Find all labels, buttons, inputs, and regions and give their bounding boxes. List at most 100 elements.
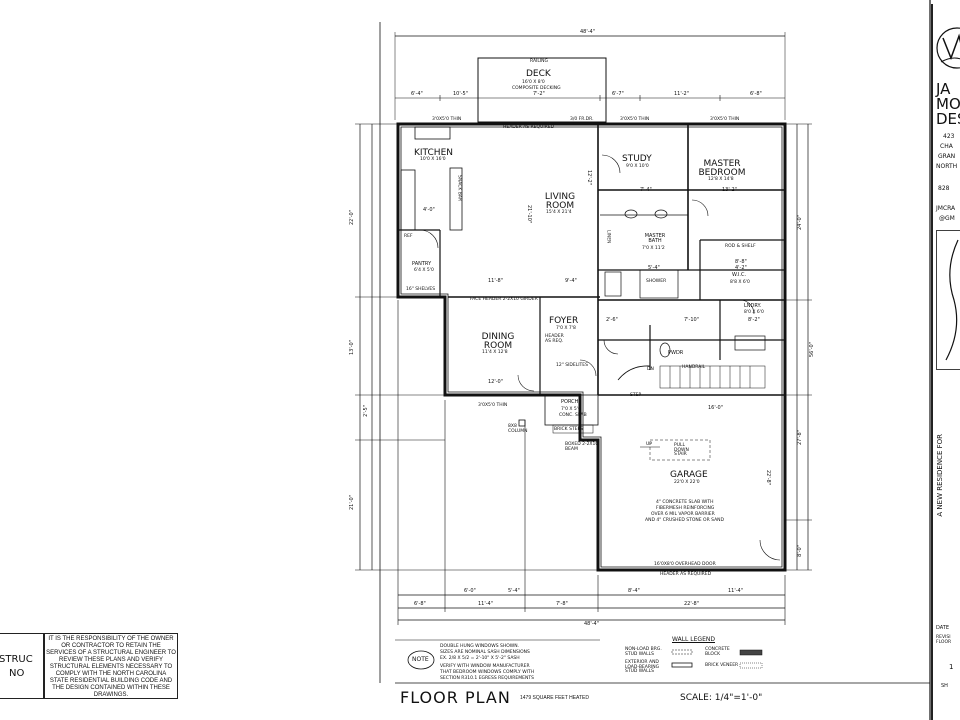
drawing-subtitle: 1479 SQUARE FEET HEATED xyxy=(520,695,590,701)
garage-size: 22'0 X 22'0 xyxy=(674,480,700,485)
window-note-6: SECTION R310.1 EGRESS REQUIREMENTS xyxy=(440,676,534,681)
legend-item-exterior: EXTERIOR AND LOAD-BEARING STUD WALLS xyxy=(625,660,660,674)
dim-interior-9: 21'-10" xyxy=(526,205,532,224)
handrail-label: HANDRAIL xyxy=(682,365,706,370)
garage-note-2: FIBERMESH REINFORCING xyxy=(656,506,715,511)
dim-interior-0: 12'-0" xyxy=(488,379,504,385)
legend-item-brick: BRICK VENEER xyxy=(705,663,739,668)
beam-label: BOXED 2-2X10 BEAM xyxy=(565,442,599,452)
master-bath-size: 7'0 X 11'2 xyxy=(642,246,665,251)
header-reg-label: HEADER AS REQ. xyxy=(545,334,564,344)
site-map-icon xyxy=(936,230,960,370)
living-room-size: 15'4 X 21'4 xyxy=(546,210,572,215)
dim-interior-15: 4'-0" xyxy=(423,207,435,213)
pantry-size: 6'4 X 5'0 xyxy=(414,268,434,273)
laundry-label: LNDRY. xyxy=(744,303,762,309)
dim-interior-4: 13'-2" xyxy=(722,187,738,193)
company-logo-icon xyxy=(936,27,960,69)
sheet-label: SH xyxy=(941,683,948,689)
garage-label: GARAGE xyxy=(670,470,708,480)
phone: 828 xyxy=(938,185,950,192)
structural-note-line1: STRUC xyxy=(0,654,33,665)
dim-right-3: 8'-0" xyxy=(797,545,803,557)
dim-left-2: 2'-5" xyxy=(363,405,369,417)
sheet-number: 1 xyxy=(949,663,954,671)
window-3050-3: 3'0X5'0 THIN xyxy=(710,117,740,122)
dim-interior-12: 5'-4" xyxy=(648,265,660,271)
dim-top-2: 7'-2" xyxy=(533,91,545,97)
email-domain: @GM xyxy=(939,215,955,222)
kitchen-label: KITCHEN xyxy=(414,148,453,158)
dim-right-1: 56'-0" xyxy=(809,342,815,358)
linen-label: LINEN xyxy=(605,230,611,244)
master-bedroom-label: MASTER BEDROOM xyxy=(698,159,746,178)
email: JMCRA xyxy=(936,205,956,212)
pull-down-stair-label: PULL DOWN STAIR xyxy=(674,443,689,457)
note-tag: NOTE xyxy=(412,656,429,663)
dim-interior-6: 8'-8" xyxy=(735,259,747,265)
dim-interior-5: 16'-0" xyxy=(708,405,724,411)
study-label: STUDY xyxy=(622,154,652,164)
dim-top-0: 6'-4" xyxy=(411,91,423,97)
structural-note-body: IT IS THE RESPONSIBILITY OF THE OWNER OR… xyxy=(44,633,178,699)
rod-shelf-label: ROD & SHELF xyxy=(725,244,756,249)
window-note-2: SIZES ARE NOMINAL SASH DIMENSIONS xyxy=(440,650,530,655)
dim-bottom-inner-3: 11'-4" xyxy=(728,588,744,594)
dim-right-2: 27'-8" xyxy=(797,430,803,446)
dim-interior-13: 22'-8" xyxy=(765,470,771,486)
garage-note-3: OVER 6 MIL VAPOR BARRIER xyxy=(651,512,715,517)
window-note-1: DOUBLE HUNG WINDOWS SHOWN. xyxy=(440,644,520,649)
pantry-label: PANTRY xyxy=(412,261,432,267)
window-note-5: THAT BEDROOM WINDOWS COMPLY WITH xyxy=(440,670,535,675)
dim-top-5: 6'-8" xyxy=(750,91,762,97)
deck-note: COMPOSITE DECKING xyxy=(512,86,561,91)
step-label: STEP xyxy=(630,393,642,398)
dim-left-3: 21'-0" xyxy=(349,495,355,511)
address-2: CHA xyxy=(940,143,953,150)
dim-bottom-1: 11'-4" xyxy=(478,601,494,607)
address-1: 423 xyxy=(943,133,955,140)
brick-steps-label: BRICK STEPS xyxy=(554,427,584,432)
kitchen-size: 10'0 X 16'0 xyxy=(420,157,446,162)
drawing-title: FLOOR PLAN xyxy=(400,688,511,707)
foyer-size: 7'0 X 7'8 xyxy=(556,326,576,331)
dim-right-0: 24'-0" xyxy=(797,215,803,231)
dim-top-1: 10'-5" xyxy=(453,91,469,97)
garage-header-label: HEADER AS REQUIRED xyxy=(660,572,712,577)
structural-note-line2: NO xyxy=(9,668,25,679)
garage-note-1: 4" CONCRETE SLAB WITH xyxy=(656,500,714,505)
porch-label: PORCH xyxy=(561,399,579,405)
dining-window-label: 3'0X5'0 THIN xyxy=(478,403,508,408)
dining-room-label: DINING ROOM xyxy=(481,332,515,351)
title-block: JA MO DESI 423 CHA GRAN NORTH 828 JMCRA … xyxy=(931,4,960,720)
ref-label: REF xyxy=(404,234,413,239)
dim-bottom-3: 22'-8" xyxy=(684,601,700,607)
project-label: A NEW RESIDENCE FOR xyxy=(936,434,944,517)
dim-bottom-2: 7'-8" xyxy=(556,601,568,607)
shower-label: SHOWER xyxy=(646,279,667,284)
sidelites-label: 12" SIDELITES xyxy=(556,363,589,368)
dim-top-4: 11'-2" xyxy=(674,91,690,97)
face-header-label: FACE HEADER 2-2X10 GIRDER xyxy=(470,297,538,302)
window-note-3: EX. 2/8 X 5/2 = 2'-10" X 5'-2" SASH xyxy=(440,656,520,661)
pantry-shelves: 16" SHELVES xyxy=(406,287,436,292)
revision-label: REVISI FLOOR xyxy=(936,635,952,645)
study-size: 9'0 X 10'0 xyxy=(626,164,649,169)
laundry-size: 8'0 X 6'0 xyxy=(744,310,764,315)
header-req-1: HEADER AS REQUIRED xyxy=(503,125,555,130)
dn-label: DN xyxy=(647,367,654,372)
window-3050-1: 3'0X5'0 THIN xyxy=(432,117,462,122)
dim-left-1: 13'-0" xyxy=(349,340,355,356)
dim-bottom-inner-1: 5'-4" xyxy=(508,588,520,594)
drawing-scale: SCALE: 1/4"=1'-0" xyxy=(680,693,763,703)
garage-door-label: 16'0X8'0 OVERHEAD DOOR xyxy=(654,562,716,567)
window-note-4: VERIFY WITH WINDOW MANUFACTURER xyxy=(440,664,530,669)
dim-bottom-0: 6'-8" xyxy=(414,601,426,607)
dim-bottom-inner-0: 6'-0" xyxy=(464,588,476,594)
foyer-label: FOYER xyxy=(549,316,579,326)
dim-top-total: 48'-4" xyxy=(580,29,596,35)
company-name: JA MO DESI xyxy=(936,80,960,128)
porch-note: CONC. SLAB xyxy=(559,413,587,418)
fr-door-label: 3/0 FR.DR. xyxy=(570,117,594,122)
